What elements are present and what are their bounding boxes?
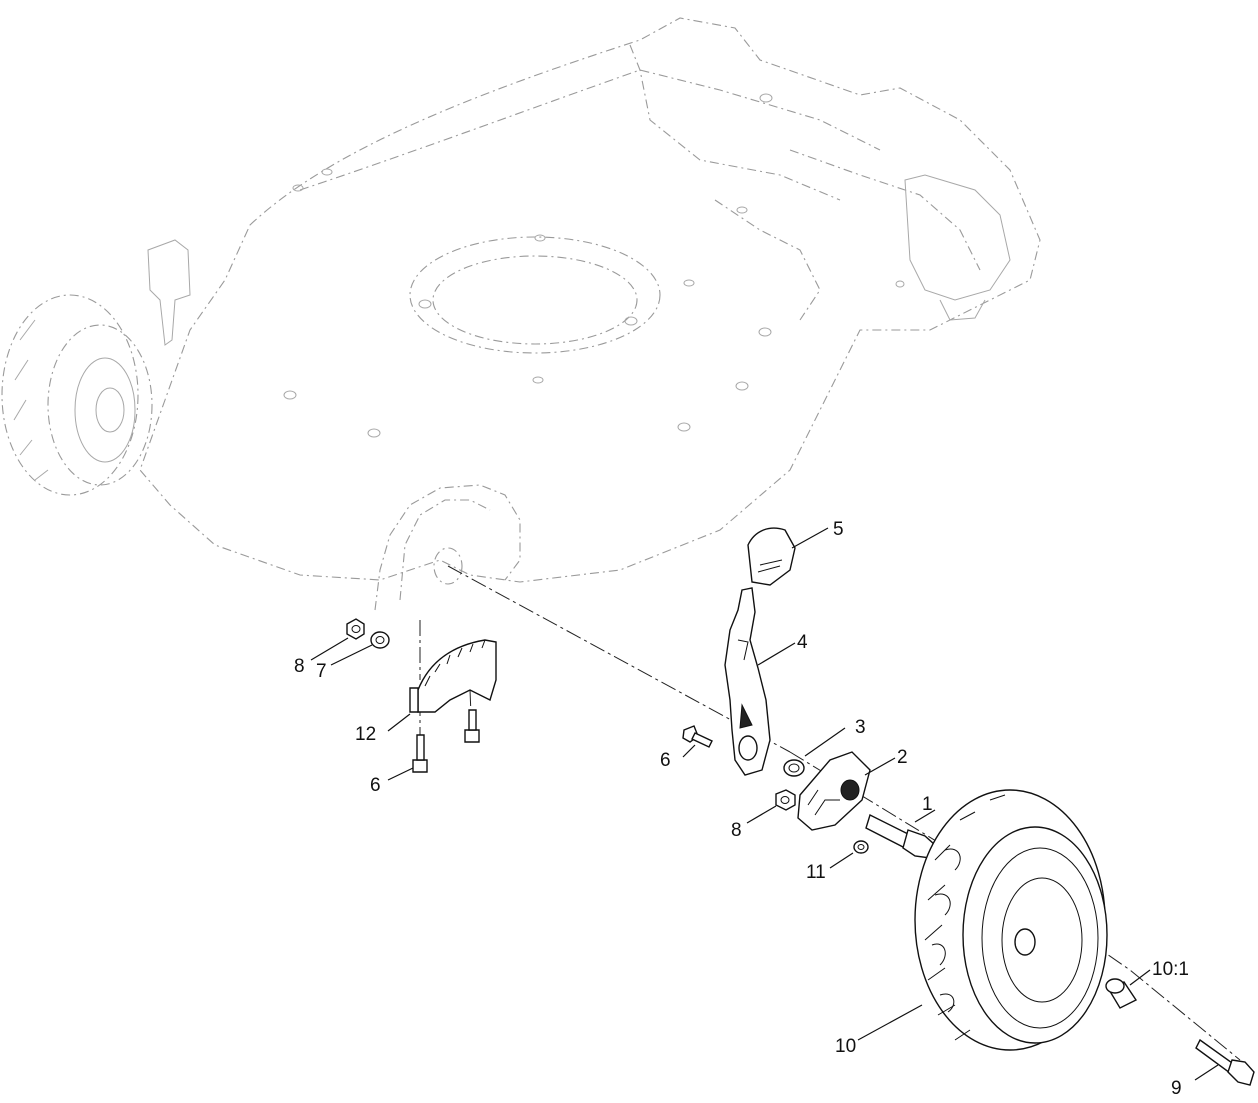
pivot-bolt <box>865 814 936 859</box>
callout-6-left: 6 <box>370 775 381 796</box>
callout-2: 2 <box>897 747 908 768</box>
height-sector-bracket <box>409 639 497 713</box>
callout-7: 7 <box>316 661 327 682</box>
lever-grip <box>747 527 796 586</box>
callout-9: 9 <box>1171 1078 1182 1099</box>
height-adjust-lever <box>724 587 771 776</box>
callout-10-1: 10:1 <box>1152 959 1189 980</box>
callout-8-left: 8 <box>294 656 305 677</box>
washer-11 <box>853 840 869 854</box>
washer-7 <box>370 631 390 649</box>
callout-6-right: 6 <box>660 750 671 771</box>
mower-deck-phantom <box>1 17 1041 611</box>
callout-3: 3 <box>855 717 866 738</box>
callout-11: 11 <box>806 862 826 883</box>
spacer <box>783 759 805 777</box>
callout-5: 5 <box>833 519 844 540</box>
wheel-bushing <box>1105 978 1138 1009</box>
nut-right <box>775 789 796 811</box>
bolt-6-left <box>412 709 480 773</box>
callout-10: 10 <box>835 1036 856 1057</box>
leader-lines <box>310 527 1219 1081</box>
nut-left <box>346 618 365 640</box>
callout-1: 1 <box>922 794 933 815</box>
callout-8-right: 8 <box>731 820 742 841</box>
pivot-bracket <box>797 751 871 831</box>
front-wheel <box>914 789 1108 1051</box>
bolt-6-right <box>682 725 713 748</box>
callout-labels: 1 2 3 4 5 6 6 7 8 8 9 10 10:1 11 12 <box>294 519 1189 1099</box>
wheel-bolt <box>1195 1038 1255 1086</box>
callout-12: 12 <box>355 724 376 745</box>
callout-4: 4 <box>797 632 808 653</box>
